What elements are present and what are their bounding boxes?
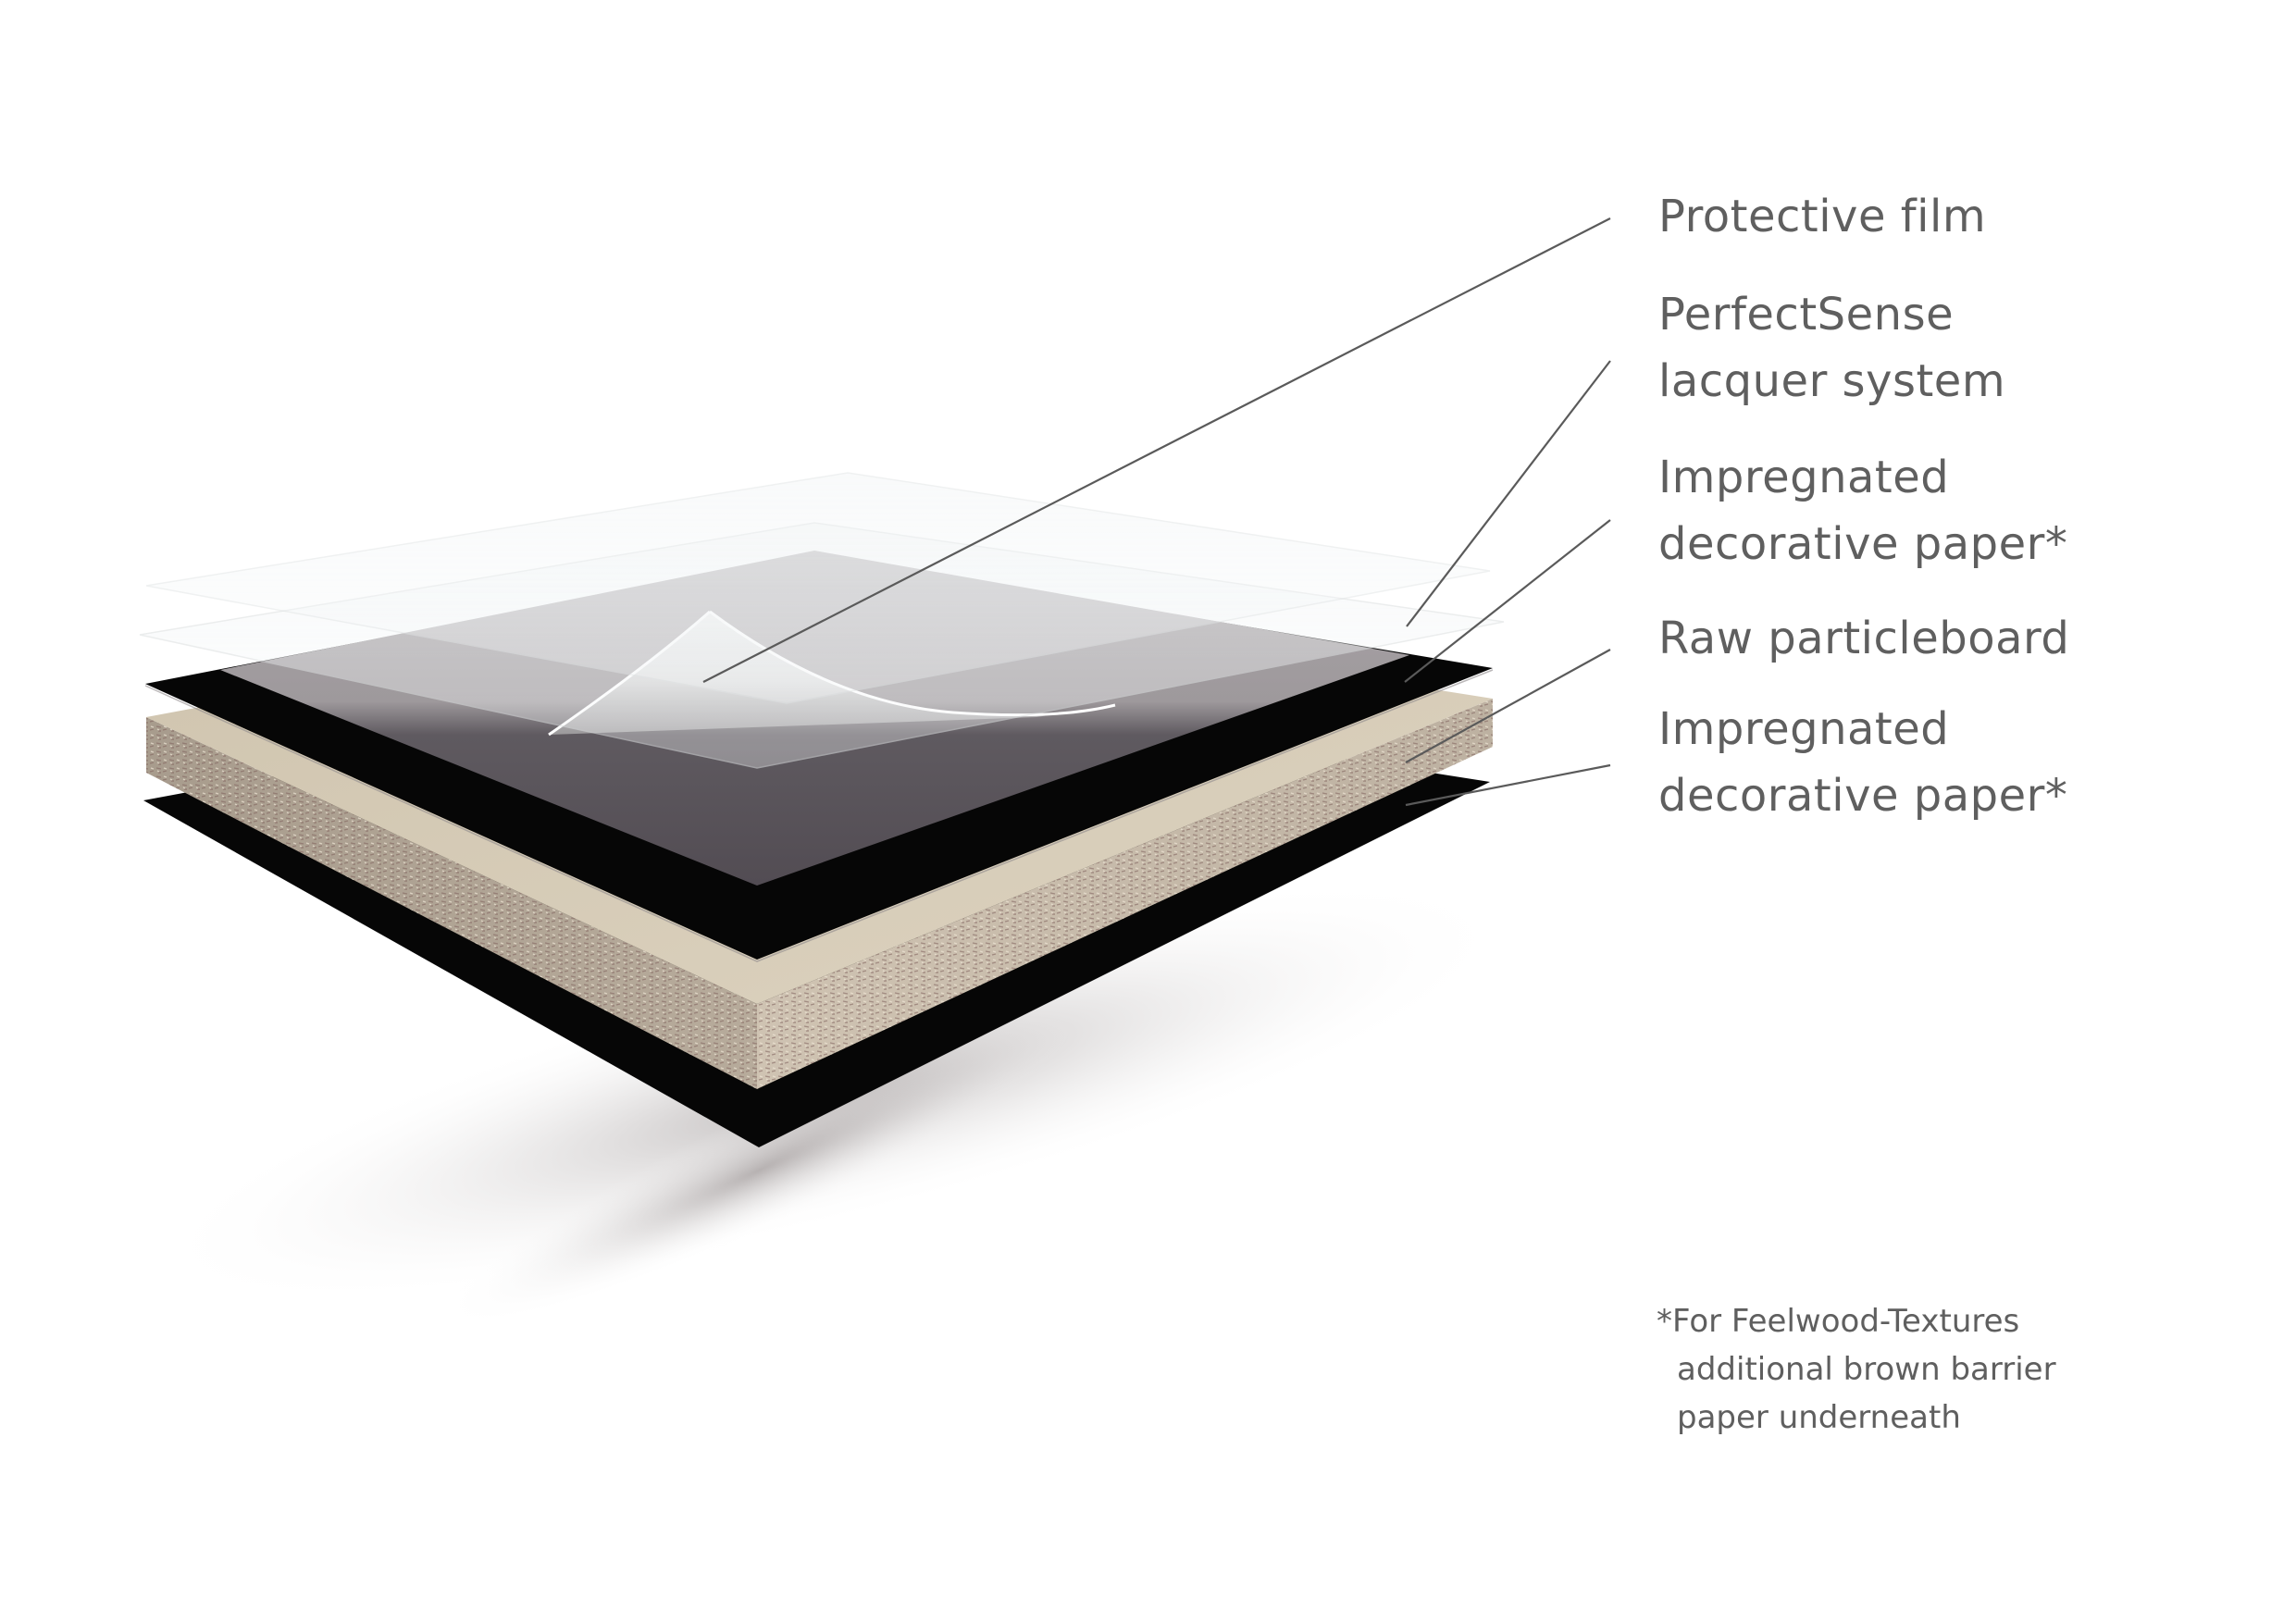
- label-line: Raw particleboard: [1658, 613, 2070, 664]
- footnote: *For Feelwood-Textures additional brown …: [1657, 1297, 2056, 1442]
- leader-line-particleboard: [1405, 649, 1611, 763]
- label-line: decorative paper*: [1658, 518, 2068, 570]
- label-line: Protective film: [1658, 191, 1987, 242]
- leader-line-impregnated-top: [1404, 519, 1611, 683]
- label-line: Impregnated: [1658, 452, 1950, 503]
- footnote-line: paper underneath: [1677, 1399, 1961, 1436]
- leader-line-protective-film: [702, 217, 1611, 683]
- label-line: decorative paper*: [1658, 770, 2068, 822]
- leader-lines: [702, 217, 1611, 807]
- label-protective-film: Protective film: [1658, 183, 1986, 250]
- label-perfectsense-lacquer: PerfectSense lacquer system: [1658, 281, 2005, 415]
- label-line: lacquer system: [1658, 355, 2006, 407]
- label-raw-particleboard: Raw particleboard: [1658, 605, 2069, 672]
- label-line: PerfectSense: [1658, 289, 1955, 341]
- label-line: Impregnated: [1658, 703, 1950, 755]
- upper-film: [145, 472, 1491, 704]
- footnote-line: additional brown barrier: [1677, 1351, 2056, 1388]
- label-impregnated-paper-bottom: Impregnated decorative paper*: [1658, 696, 2067, 829]
- footnote-line: *For Feelwood-Textures: [1657, 1303, 2020, 1340]
- label-impregnated-paper-top: Impregnated decorative paper*: [1658, 444, 2067, 577]
- leader-line-impregnated-bottom: [1405, 763, 1611, 807]
- leader-line-perfectsense: [1406, 360, 1611, 627]
